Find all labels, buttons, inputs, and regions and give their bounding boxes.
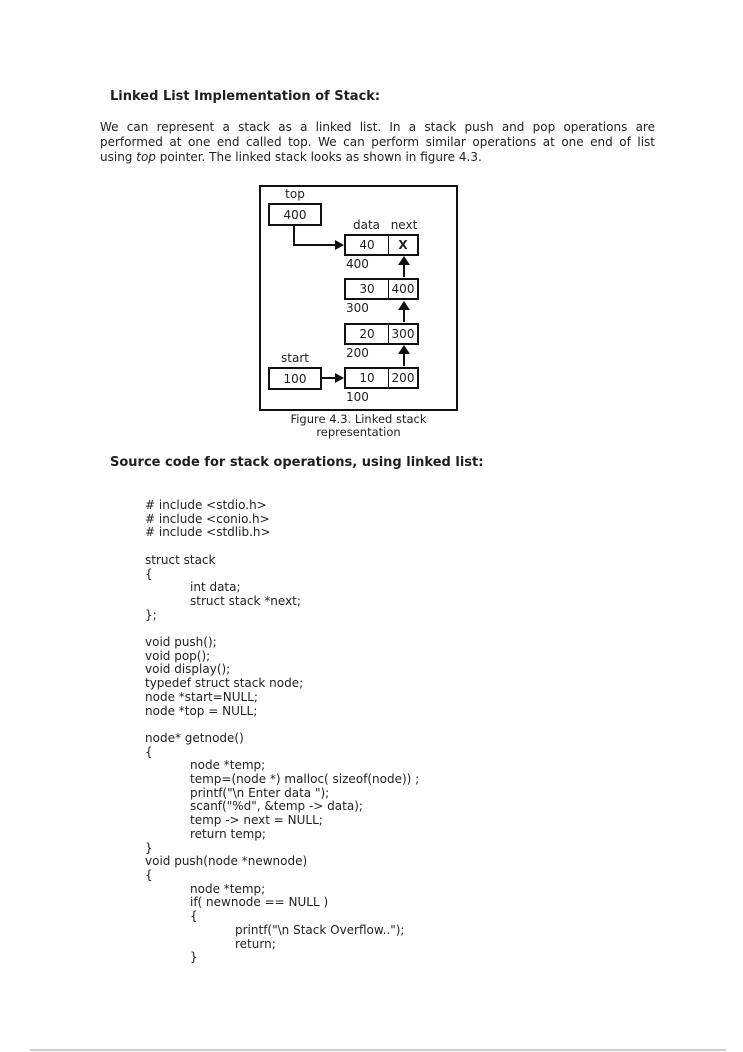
node-next-null-mark: X bbox=[398, 238, 408, 252]
section-heading: Linked List Implementation of Stack: bbox=[110, 89, 381, 104]
node-data-value: 10 bbox=[346, 369, 389, 387]
next-column-label: next bbox=[390, 218, 418, 232]
top-pointer-box: 400 bbox=[268, 203, 322, 226]
node-address-label: 300 bbox=[346, 301, 369, 315]
node-data-value: 30 bbox=[346, 280, 389, 298]
stack-node-300: 30 400 bbox=[344, 278, 419, 300]
node-next-value: 400 bbox=[391, 282, 415, 296]
node-address-label: 200 bbox=[346, 346, 369, 360]
figure-caption-line2: representation bbox=[316, 425, 401, 439]
paragraph-line: performed at one end called top. We can … bbox=[100, 135, 655, 149]
node-address-label: 400 bbox=[346, 257, 369, 271]
source-code-heading: Source code for stack operations, using … bbox=[110, 455, 484, 470]
intro-paragraph: We can represent a stack as a linked lis… bbox=[100, 120, 655, 165]
node-next-value: 300 bbox=[391, 327, 415, 341]
node-address-label: 100 bbox=[346, 390, 369, 404]
start-pointer-box: 100 bbox=[268, 367, 322, 390]
start-pointer-label: start bbox=[281, 351, 309, 365]
scan-artifact-line bbox=[30, 1049, 726, 1051]
node-data-value: 40 bbox=[346, 236, 389, 254]
c-source-code: # include <stdio.h> # include <conio.h> … bbox=[145, 498, 420, 965]
italic-term: top bbox=[136, 150, 156, 164]
stack-node-400: 40 X bbox=[344, 234, 419, 256]
paragraph-line: We can represent a stack as a linked lis… bbox=[100, 120, 655, 134]
figure-caption-line1: Figure 4.3. Linked stack bbox=[290, 412, 427, 426]
node-data-value: 20 bbox=[346, 325, 389, 343]
figure-border bbox=[259, 185, 458, 411]
top-pointer-label: top bbox=[285, 187, 305, 201]
node-next-value: 200 bbox=[391, 371, 415, 385]
stack-node-200: 20 300 bbox=[344, 323, 419, 345]
paragraph-line: using top pointer. The linked stack look… bbox=[100, 150, 482, 164]
data-column-label: data bbox=[352, 218, 381, 232]
stack-node-100: 10 200 bbox=[344, 367, 419, 389]
